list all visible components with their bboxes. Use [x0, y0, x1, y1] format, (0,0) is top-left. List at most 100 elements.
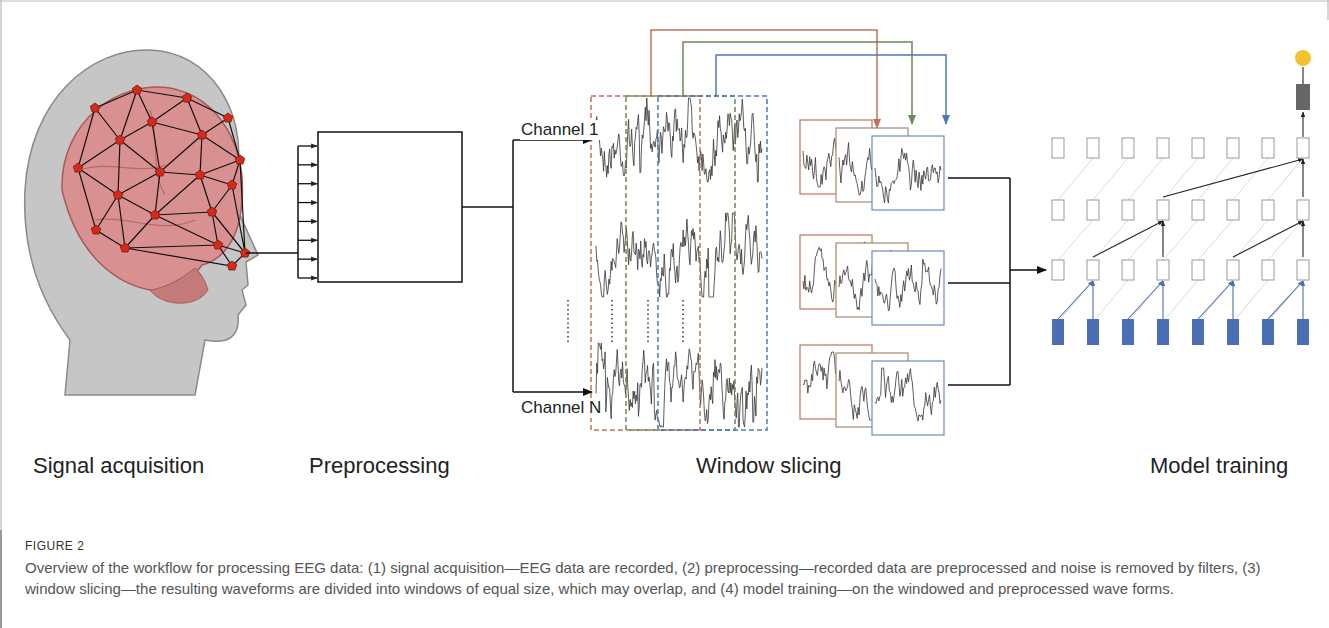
electrode [207, 207, 217, 216]
faint-connection [1268, 280, 1303, 322]
hidden-unit [1087, 138, 1099, 158]
stage-label: Preprocessing [309, 453, 450, 479]
faint-connection [1058, 220, 1093, 260]
hidden-unit [1157, 138, 1169, 158]
preprocessing-box [318, 132, 462, 282]
eeg-waveforms [596, 98, 762, 427]
window-frame [872, 361, 944, 435]
hidden-unit [1122, 200, 1134, 220]
hidden-unit [1227, 260, 1239, 280]
faint-connection [1093, 280, 1128, 322]
dilated-connection [1163, 159, 1303, 197]
hidden-unit [1192, 138, 1204, 158]
input-arrows [298, 146, 317, 278]
electrode [91, 225, 101, 234]
hidden-unit [1227, 200, 1239, 220]
electrode [155, 167, 165, 176]
window-arrows [651, 30, 946, 128]
electrode [113, 190, 123, 199]
figure-number: FIGURE 2 [25, 539, 84, 553]
hidden-unit [1052, 200, 1064, 220]
head-illustration [25, 50, 258, 395]
channel-label: Channel 1 [520, 120, 600, 140]
input-unit [1227, 319, 1239, 345]
input-arrow [298, 164, 317, 165]
window-frame [872, 251, 944, 325]
electrode [150, 210, 160, 219]
dilated-connection [1093, 221, 1163, 257]
faint-connection [1163, 158, 1198, 200]
dilated-connection [1162, 281, 1163, 319]
hidden-unit [1087, 260, 1099, 280]
stack-merge-lines [948, 178, 1046, 385]
faint-connection [1058, 158, 1093, 200]
electrode [235, 155, 245, 164]
channel-label: Channel N [520, 398, 602, 418]
hidden-unit [1297, 138, 1309, 158]
faint-connection [1163, 220, 1198, 260]
hidden-unit [1262, 260, 1274, 280]
window-frame [872, 136, 944, 210]
electrode [73, 163, 83, 172]
faint-connection [1233, 280, 1268, 322]
input-unit [1262, 319, 1274, 345]
hidden-unit [1192, 260, 1204, 280]
electrode [90, 103, 100, 112]
input-unit [1087, 319, 1099, 345]
faint-connection [1128, 280, 1163, 322]
input-arrow [298, 221, 317, 222]
dilated-connection [1302, 159, 1303, 197]
faint-connection [1163, 280, 1198, 322]
electrode-network [73, 85, 250, 270]
dilated-connection [1302, 281, 1303, 319]
input-arrow [298, 202, 317, 203]
dilated-connection [1268, 281, 1303, 319]
input-arrow [298, 145, 317, 146]
hidden-unit [1157, 200, 1169, 220]
figure-caption: Overview of the workflow for processing … [25, 557, 1310, 599]
electrode [227, 180, 237, 189]
faint-connection [1233, 158, 1268, 200]
faint-connection [1093, 158, 1128, 200]
electrode [213, 240, 223, 249]
hidden-unit [1297, 260, 1309, 280]
input-unit [1157, 319, 1169, 345]
hidden-unit [1122, 260, 1134, 280]
dilated-connection [1198, 281, 1233, 319]
input-unit [1122, 319, 1134, 345]
electrode [132, 85, 142, 94]
dilated-connection [1162, 221, 1163, 257]
hidden-unit [1052, 260, 1064, 280]
electrode [227, 261, 237, 270]
faint-connection [1128, 158, 1163, 200]
sliding-windows [591, 96, 767, 430]
eeg-trace [596, 98, 762, 182]
dilated-connection [1302, 221, 1303, 257]
eeg-trace [875, 368, 941, 421]
output-node [1295, 50, 1311, 66]
electrode [195, 170, 205, 179]
window-stacks [800, 120, 944, 435]
hidden-unit [1262, 200, 1274, 220]
stage-label: Model training [1150, 453, 1288, 479]
dilated-conv-network [1052, 50, 1311, 345]
eeg-trace [875, 259, 941, 311]
electrode-mesh [78, 90, 245, 266]
electrode [115, 135, 125, 144]
electrode [223, 113, 233, 122]
faint-connection [1198, 220, 1233, 260]
hidden-unit [1262, 138, 1274, 158]
dilated-connection [1092, 281, 1093, 319]
signal-lines [246, 146, 298, 278]
input-arrow [298, 183, 317, 184]
electrode [147, 117, 157, 126]
input-unit [1297, 319, 1309, 345]
electrode [182, 93, 192, 102]
caption-bar [0, 530, 2, 628]
output-connection [1302, 67, 1303, 84]
hidden-unit [1227, 138, 1239, 158]
dilated-connection [1233, 221, 1303, 257]
